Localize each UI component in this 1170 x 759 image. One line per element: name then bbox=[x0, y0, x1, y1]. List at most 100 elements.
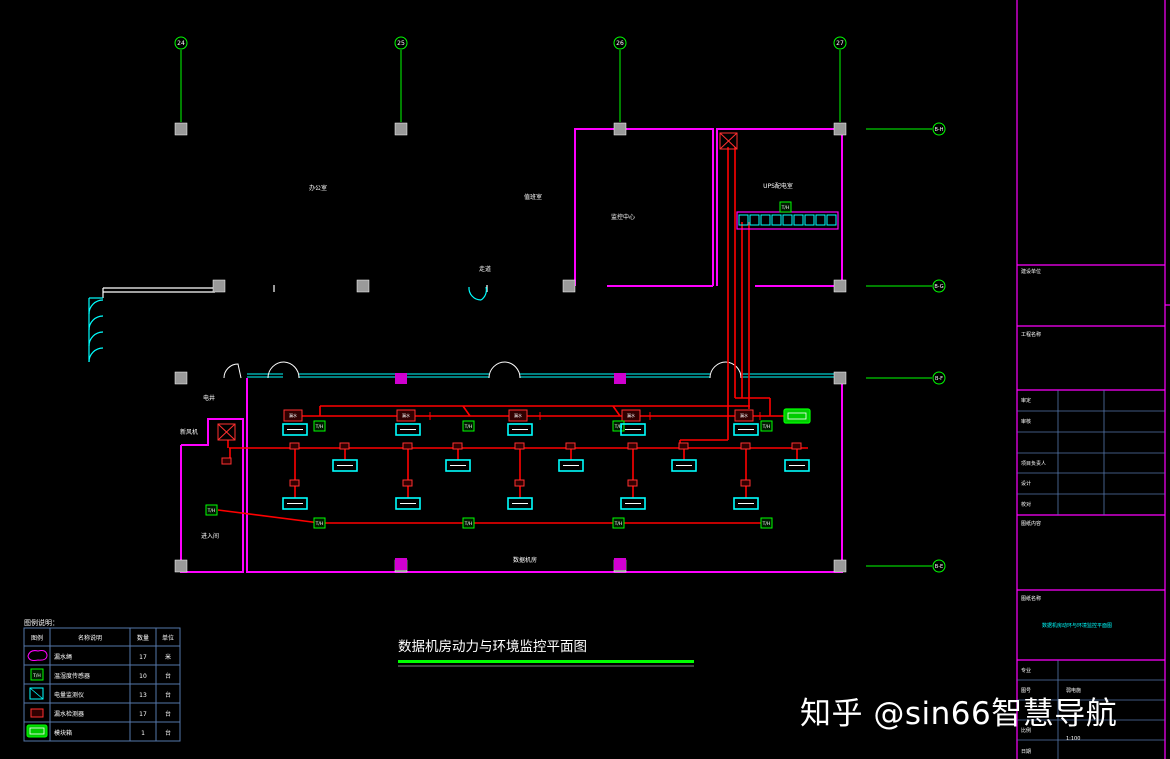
th-label-5: T/H bbox=[762, 424, 771, 430]
room-label-entrance: 进入间 bbox=[201, 532, 219, 540]
th-label-4: T/H bbox=[614, 424, 623, 430]
axis-label-bg: B-G bbox=[934, 284, 943, 290]
legend-row-3-unit: 台 bbox=[165, 691, 171, 699]
tb-approved: 审定 bbox=[1021, 397, 1031, 404]
legend-row-5-qty: 1 bbox=[141, 730, 145, 737]
th-label-10: T/H bbox=[762, 521, 771, 527]
th-label-6: T/H bbox=[207, 508, 216, 514]
walls-white bbox=[102, 285, 488, 298]
axis-label-27: 27 bbox=[836, 40, 844, 47]
th-label-1: T/H bbox=[781, 205, 790, 211]
axis-label-26: 26 bbox=[616, 40, 624, 47]
windows bbox=[247, 373, 840, 378]
legend-row-4-name: 漏水检测器 bbox=[54, 710, 84, 718]
tb-date: 日期 bbox=[1021, 749, 1031, 755]
power-meter-upper bbox=[719, 132, 738, 150]
legend-row-1-qty: 17 bbox=[139, 654, 147, 661]
tb-pm: 项目负责人 bbox=[1021, 460, 1046, 467]
legend-row-2-name: 温湿度传感器 bbox=[54, 672, 90, 680]
legend-table: 图例说明： 图例 名称说明 数量 单位 漏水绳 温湿度传感器 电量监测仪 漏水检… bbox=[23, 618, 181, 742]
legend-col-icon: 图例 bbox=[31, 634, 43, 642]
tb-content: 图纸内容 bbox=[1021, 520, 1041, 527]
leak-detectors bbox=[221, 409, 802, 487]
axis-label-25: 25 bbox=[397, 40, 405, 47]
tb-design: 设计 bbox=[1021, 480, 1031, 487]
title-underline bbox=[398, 660, 694, 663]
axis-label-bh: B-H bbox=[935, 127, 944, 133]
ups-panels bbox=[738, 214, 837, 226]
legend-row-1-unit: 米 bbox=[165, 653, 171, 661]
legend-row-3-name: 电量监测仪 bbox=[54, 691, 84, 699]
tb-scale-value: 1:100 bbox=[1066, 736, 1080, 742]
legend-row-1-name: 漏水绳 bbox=[54, 653, 72, 661]
th-label-2: T/H bbox=[315, 424, 324, 430]
axis-label-bf: B-F bbox=[935, 376, 943, 382]
legend-row-2-qty: 10 bbox=[139, 673, 147, 680]
cable-ticks bbox=[429, 412, 761, 420]
tb-name-label: 图纸名称 bbox=[1021, 595, 1041, 602]
axis-label-be: B-E bbox=[935, 564, 943, 570]
leak-label-1: 漏水 bbox=[289, 412, 297, 418]
legend-row-2-unit: 台 bbox=[165, 672, 171, 680]
legend-col-unit: 单位 bbox=[162, 634, 174, 642]
th-label-7: T/H bbox=[315, 521, 324, 527]
drawing-title: 数据机房动力与环境监控平面图 bbox=[398, 639, 587, 655]
tb-project: 工程名称 bbox=[1021, 331, 1041, 338]
legend-row-5-unit: 台 bbox=[165, 729, 171, 737]
tb-discipline: 专业 bbox=[1021, 667, 1031, 674]
power-meter-icon bbox=[29, 687, 44, 700]
door-swings bbox=[223, 361, 742, 379]
legend-row-4-unit: 台 bbox=[165, 710, 171, 718]
stair-arcs bbox=[88, 286, 487, 363]
th-label-8: T/H bbox=[464, 521, 473, 527]
room-label-e: 电井 bbox=[203, 394, 215, 402]
legend-row-5-name: 模块箱 bbox=[54, 729, 72, 737]
th-sensor-labels: T/H T/H T/H T/H T/H T/H T/H T/H T/H T/H bbox=[207, 205, 790, 527]
room-label-d: UPS配电室 bbox=[763, 182, 793, 190]
legend-row-3-qty: 13 bbox=[139, 692, 147, 699]
walls-magenta bbox=[180, 128, 843, 573]
room-label-main: 数据机房 bbox=[513, 556, 537, 564]
ac-inner-lines bbox=[287, 429, 805, 504]
tb-scale: 比例 bbox=[1021, 727, 1031, 734]
th-label-9: T/H bbox=[614, 521, 623, 527]
axis-lines bbox=[180, 50, 932, 567]
room-label-corridor: 走道 bbox=[479, 265, 491, 273]
th-sensor-icon-text: T/H bbox=[32, 673, 41, 679]
th-sensor-icon bbox=[30, 668, 44, 681]
leak-rope-icon bbox=[27, 650, 48, 661]
tb-number: 图号 bbox=[1021, 688, 1031, 694]
leak-label-4: 漏水 bbox=[627, 412, 635, 418]
room-label-b: 值班室 bbox=[524, 193, 542, 201]
axis-bubbles bbox=[174, 36, 946, 573]
room-labels: 办公室 值班室 监控中心 UPS配电室 走道 电井 新风机 进入间 数据机房 bbox=[180, 182, 793, 564]
leak-label-5: 漏水 bbox=[740, 412, 748, 418]
columns-gray bbox=[174, 122, 847, 573]
tb-drawing-name: 数据机房动环与环境监控平面图 bbox=[1042, 622, 1112, 629]
watermark: 知乎 @sin66智慧导航 bbox=[800, 696, 1118, 732]
tb-check: 校对 bbox=[1021, 501, 1031, 508]
legend-heading: 图例说明： bbox=[24, 618, 59, 627]
tb-reviewed: 审核 bbox=[1021, 418, 1031, 425]
leak-label-3: 漏水 bbox=[514, 412, 522, 418]
power-meter-lower bbox=[217, 423, 236, 441]
th-sensors bbox=[205, 201, 792, 529]
axis-label-24: 24 bbox=[177, 40, 185, 47]
columns-magenta bbox=[395, 373, 626, 570]
leak-label-2: 漏水 bbox=[402, 412, 410, 418]
legend-col-name: 名称说明 bbox=[78, 634, 102, 642]
tb-number-value: 弱电施 bbox=[1066, 687, 1081, 694]
th-label-3: T/H bbox=[464, 424, 473, 430]
legend-col-qty: 数量 bbox=[137, 634, 149, 642]
cable-runs bbox=[217, 147, 808, 524]
title-block: 建设单位 工程名称 审定 审核 项目负责人 设计 校对 图纸内容 图纸名称 数据… bbox=[1016, 0, 1170, 759]
host-module bbox=[783, 408, 811, 424]
room-label-f: 新风机 bbox=[180, 428, 198, 436]
axis-labels: 24 25 26 27 B-H B-G B-F B-E bbox=[177, 40, 944, 570]
legend-icons: T/H bbox=[26, 650, 48, 738]
legend-row-4-qty: 17 bbox=[139, 711, 147, 718]
leak-detector-icon bbox=[30, 708, 44, 718]
leak-detector-labels: 漏水 漏水 漏水 漏水 漏水 bbox=[289, 412, 748, 418]
ac-units bbox=[282, 423, 810, 510]
